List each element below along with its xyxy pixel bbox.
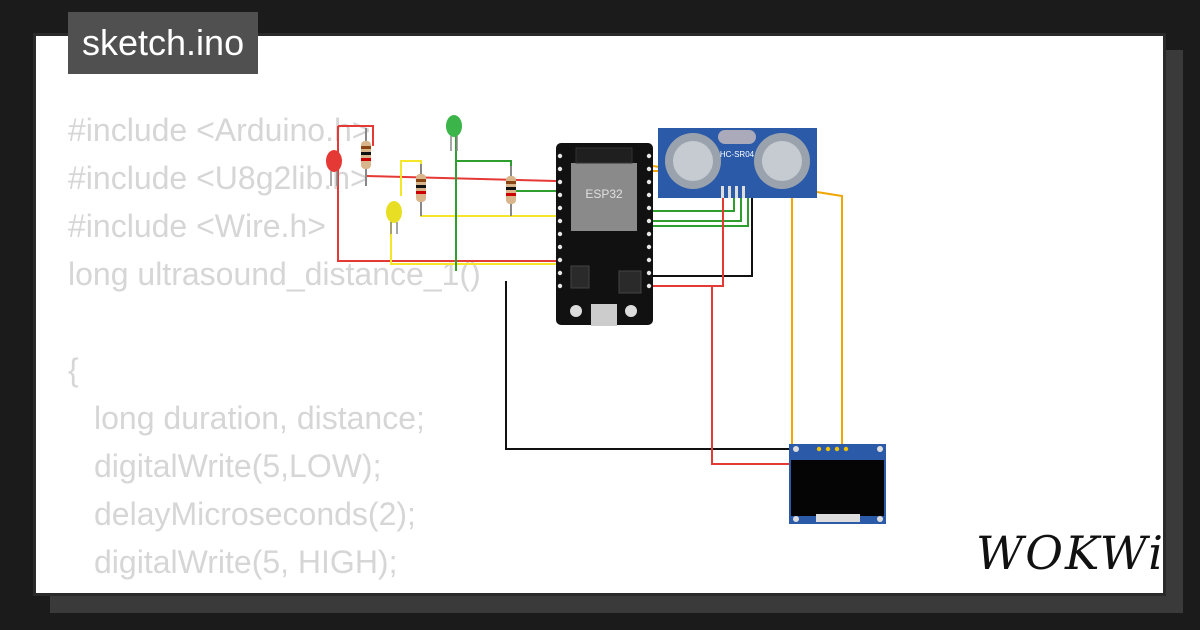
wire-black-sensor <box>653 198 753 277</box>
led-yellow[interactable] <box>386 201 402 234</box>
wire-green-led <box>455 131 556 271</box>
code-line: delayMicroseconds(2); <box>94 496 416 532</box>
code-preview: #include <Arduino.h> #include <U8g2lib.h>… <box>68 106 481 593</box>
code-line: delayMicroseconds(10); <box>68 586 481 593</box>
code-line: #include <Arduino.h> <box>68 112 371 148</box>
esp32-label: ESP32 <box>585 187 623 201</box>
resistor-1[interactable] <box>361 128 371 186</box>
ultrasonic-sensor[interactable]: HC-SR04 <box>658 128 817 198</box>
code-line: long duration, distance; <box>94 400 425 436</box>
circuit-diagram[interactable]: ESP32 HC-SR04 <box>36 36 1166 596</box>
resistor-3[interactable] <box>506 166 516 216</box>
wire-black-display <box>505 281 796 450</box>
wokwi-logo: WOKWi <box>976 526 1165 580</box>
led-red[interactable] <box>326 150 342 186</box>
oled-display[interactable] <box>789 444 886 524</box>
wire-red-display <box>653 285 832 465</box>
preview-card[interactable]: #include <Arduino.h> #include <U8g2lib.h>… <box>33 33 1166 596</box>
wire-yellow-top <box>400 160 556 217</box>
code-line: digitalWrite(5, HIGH); <box>94 544 398 580</box>
esp32-board[interactable]: ESP32 <box>556 143 653 326</box>
sensor-label: HC-SR04 <box>720 150 755 159</box>
sketch-title[interactable]: sketch.ino <box>68 12 259 74</box>
code-line: { <box>68 352 79 388</box>
wire-red-sensor <box>712 196 724 287</box>
led-green[interactable] <box>446 115 462 151</box>
wire-yellow-led <box>390 211 556 265</box>
code-line: #include <Wire.h> <box>68 208 326 244</box>
code-line: #include <U8g2lib.h> <box>68 160 369 196</box>
wire-green-sensor <box>653 196 749 227</box>
code-line: digitalWrite(5,LOW); <box>94 448 382 484</box>
wire-red-resistor <box>365 175 557 182</box>
wire-red-led <box>337 125 556 262</box>
resistor-2[interactable] <box>416 164 426 216</box>
